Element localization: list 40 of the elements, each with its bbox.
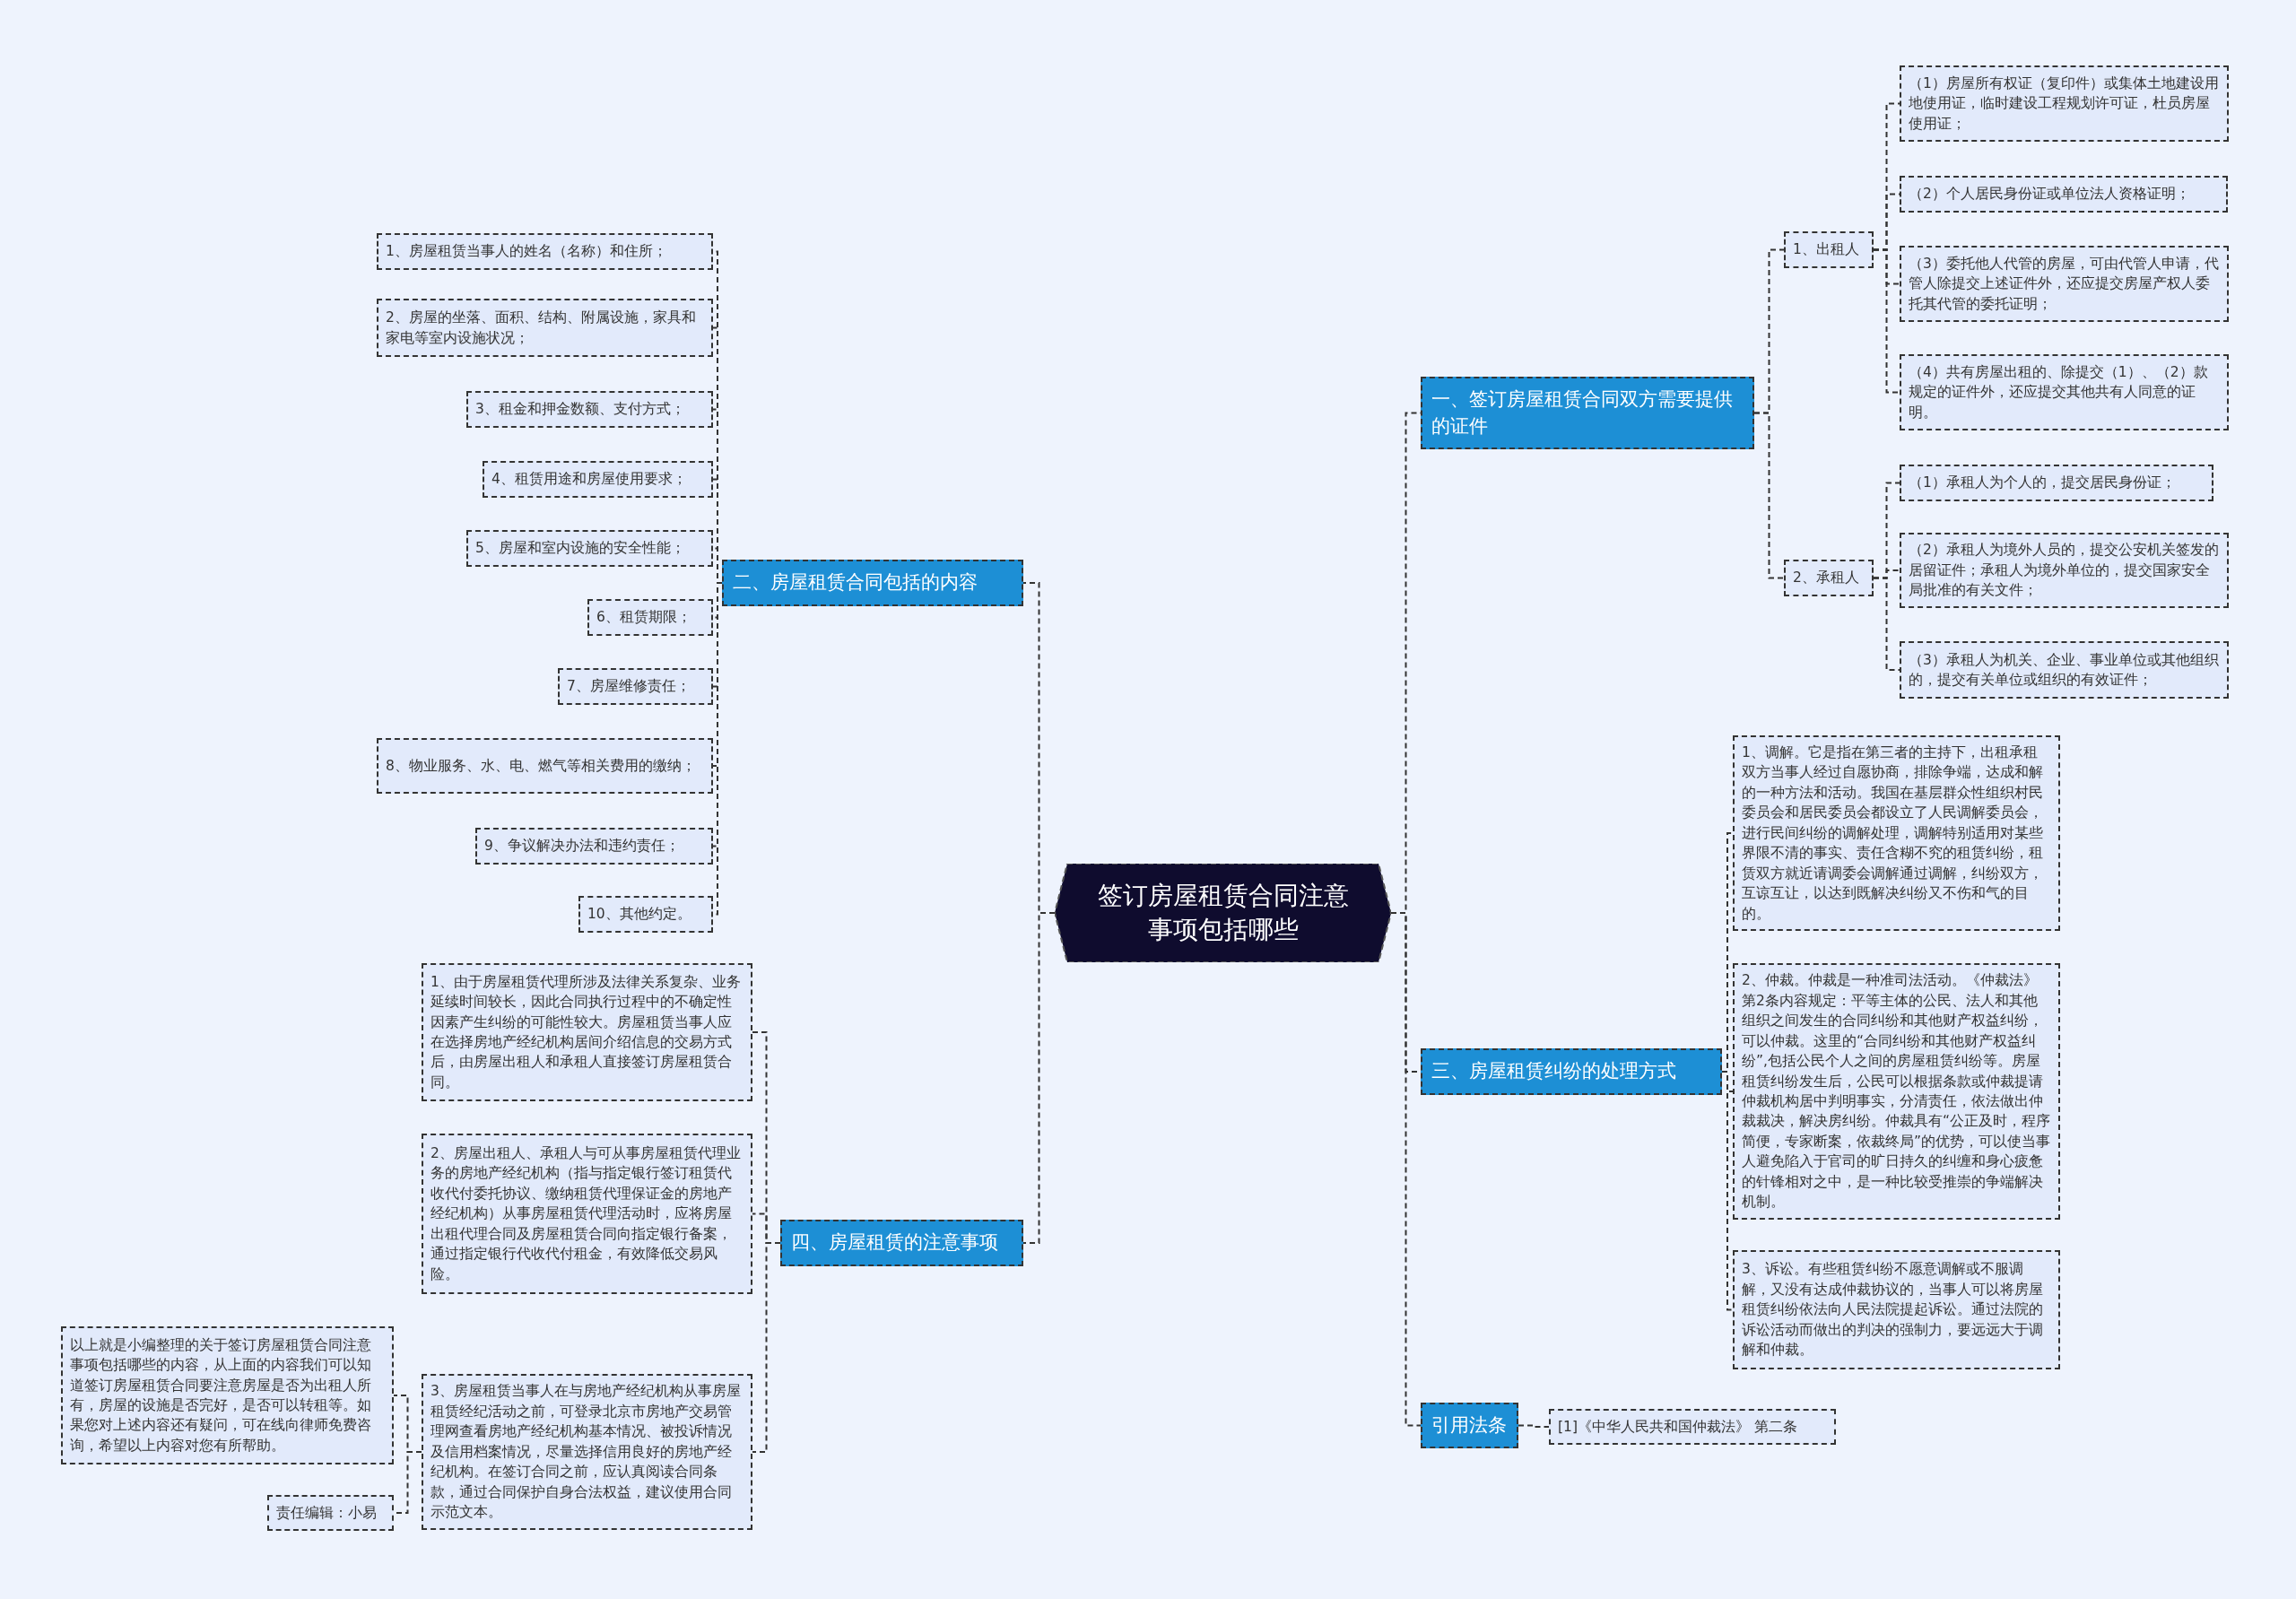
note-box: （2）承租人为境外人员的，提交公安机关签发的居留证件；承租人为境外单位的，提交国家安全局批准的有关文件； xyxy=(1900,533,2229,608)
connector xyxy=(1873,577,1900,671)
note-box: （3）委托他人代管的房屋，可由代管人申请，代管人除提交上述证件外，还应提交房屋产权人委托其代管的委托证明； xyxy=(1900,246,2229,322)
note-box: 7、房屋维修责任； xyxy=(558,668,713,705)
note-box: （1）房屋所有权证（复印件）或集体土地建设用地使用证，临时建设工程规划许可证，杜员房屋使用证； xyxy=(1900,65,2229,142)
note-box: 1、出租人 xyxy=(1784,231,1874,268)
note-box: [1]《中华人民共和国仲裁法》 第二条 xyxy=(1549,1409,1836,1445)
branch-topic: 一、签订房屋租赁合同双方需要提供的证件 xyxy=(1421,377,1754,449)
note-box: 1、由于房屋租赁代理所涉及法律关系复杂、业务延续时间较长，因此合同执行过程中的不确定性因素产生纠纷的可能性较大。房屋租赁当事人应在选择房地产经纪机构居间介绍信息的交易方式后，由房屋出租人和承租人直接签订房屋租赁合同。 xyxy=(422,963,752,1101)
note-box: 9、争议解决办法和违约责任； xyxy=(475,828,713,865)
note-box: 4、租赁用途和房屋使用要求； xyxy=(483,461,713,498)
note-box: 1、房屋租赁当事人的姓名（名称）和住所； xyxy=(377,233,713,270)
branch-topic: 二、房屋租赁合同包括的内容 xyxy=(722,560,1023,606)
connector xyxy=(1753,412,1785,579)
note-box: （3）承租人为机关、企业、事业单位或其他组织的，提交有关单位或组织的有效证件； xyxy=(1900,641,2229,699)
branch-topic: 三、房屋租赁纠纷的处理方式 xyxy=(1421,1048,1722,1095)
note-box: 5、房屋和室内设施的安全性能； xyxy=(466,530,713,567)
note-box: 3、房屋租赁当事人在与房地产经纪机构从事房屋租赁经纪活动之前，可登录北京市房地产交易管理网查看房地产经纪机构基本情况、被投诉情况及信用档案情况，尽量选择信用良好的房地产经纪机构。在签订合同之前，应认真阅读合同条款，通过合同保护自身合法权益，建议使用合同示范文本。 xyxy=(422,1374,752,1530)
note-box: （1）承租人为个人的，提交居民身份证； xyxy=(1900,465,2213,501)
branch-topic: 四、房屋租赁的注意事项 xyxy=(780,1220,1023,1266)
central-topic: 签订房屋租赁合同注意事项包括哪些 xyxy=(1055,864,1391,962)
connector xyxy=(1721,1071,1734,1311)
note-box: 2、仲裁。仲裁是一种准司法活动。《仲裁法》第2条内容规定：平等主体的公民、法人和其他组织之间发生的合同纠纷和其他财产权益纠纷，可以仲裁。这里的“合同纠纷和其他财产权益纠纷”,包括公民个人之间的房屋租赁纠纷等。房屋租赁纠纷发生后，公民可以根据条款或仲裁提请仲裁机构居中判明事实，分清责任，依法做出仲裁裁决，解决房纠纷。仲裁具有“公正及时，程序简便，专家断案，依裁终局”的优势，可以使当事人避免陷入于官司的旷日持久的纠缠和身心疲惫的针锋相对之中，是一种比较受推崇的争端解决机制。 xyxy=(1733,963,2060,1220)
note-box: 2、房屋的坐落、面积、结构、附属设施，家具和家电等室内设施状况； xyxy=(377,299,713,357)
note-box: 6、租赁期限； xyxy=(587,599,713,636)
note-box: （4）共有房屋出租的、除提交（1）、（2）款规定的证件外，还应提交其他共有人同意的证明。 xyxy=(1900,354,2229,430)
branch-topic: 引用法条 xyxy=(1421,1403,1518,1448)
connector xyxy=(1873,248,1900,394)
note-box: 8、物业服务、水、电、燃气等相关费用的缴纳； xyxy=(377,738,713,794)
connector xyxy=(1518,1424,1550,1428)
note-box: 10、其他约定。 xyxy=(578,896,713,933)
note-box: 责任编辑：小易 xyxy=(267,1495,394,1531)
note-box: （2）个人居民身份证或单位法人资格证明； xyxy=(1900,176,2228,213)
note-box: 3、诉讼。有些租赁纠纷不愿意调解或不服调解，又没有达成仲裁协议的，当事人可以将房屋租赁纠纷依法向人民法院提起诉讼。通过法院的诉讼活动而做出的判决的强制力，要远远大于调解和仲裁。 xyxy=(1733,1250,2060,1369)
connector xyxy=(752,1242,781,1453)
note-box: 2、房屋出租人、承租人与可从事房屋租赁代理业务的房地产经纪机构（指与指定银行签订租赁代收代付委托协议、缴纳租赁代理保证金的房地产经纪机构）从事房屋租赁代理活动时，应将房屋出租代理合同及房屋租赁合同向指定银行备案，通过指定银行代收代付租金，有效降低交易风险。 xyxy=(422,1134,752,1294)
note-box: 1、调解。它是指在第三者的主持下，出租承租双方当事人经过自愿协商，排除争端，达成和解的一种方法和活动。我国在基层群众性组织村民委员会和居民委员会都设立了人民调解委员会，进行民间纠纷的调解处理，调解特别适用对某些界限不清的事实、责任含糊不究的租赁纠纷，租赁双方就近请调委会调解通过调解，纠纷双方，互谅互让，以达到既解决纠纷又不伤和气的目的。 xyxy=(1733,735,2060,932)
note-box: 3、租金和押金数额、支付方式； xyxy=(466,391,713,428)
note-box: 以上就是小编整理的关于签订房屋租赁合同注意事项包括哪些的内容，从上面的内容我们可以知道签订房屋租赁合同要注意房屋是否为出租人所有，房屋的设施是否完好，是否可以转租等。如果您对上述内容还有疑问，可在线向律师免费咨询，希望以上内容对您有所帮助。 xyxy=(61,1326,394,1464)
note-box: 2、承租人 xyxy=(1784,560,1874,596)
